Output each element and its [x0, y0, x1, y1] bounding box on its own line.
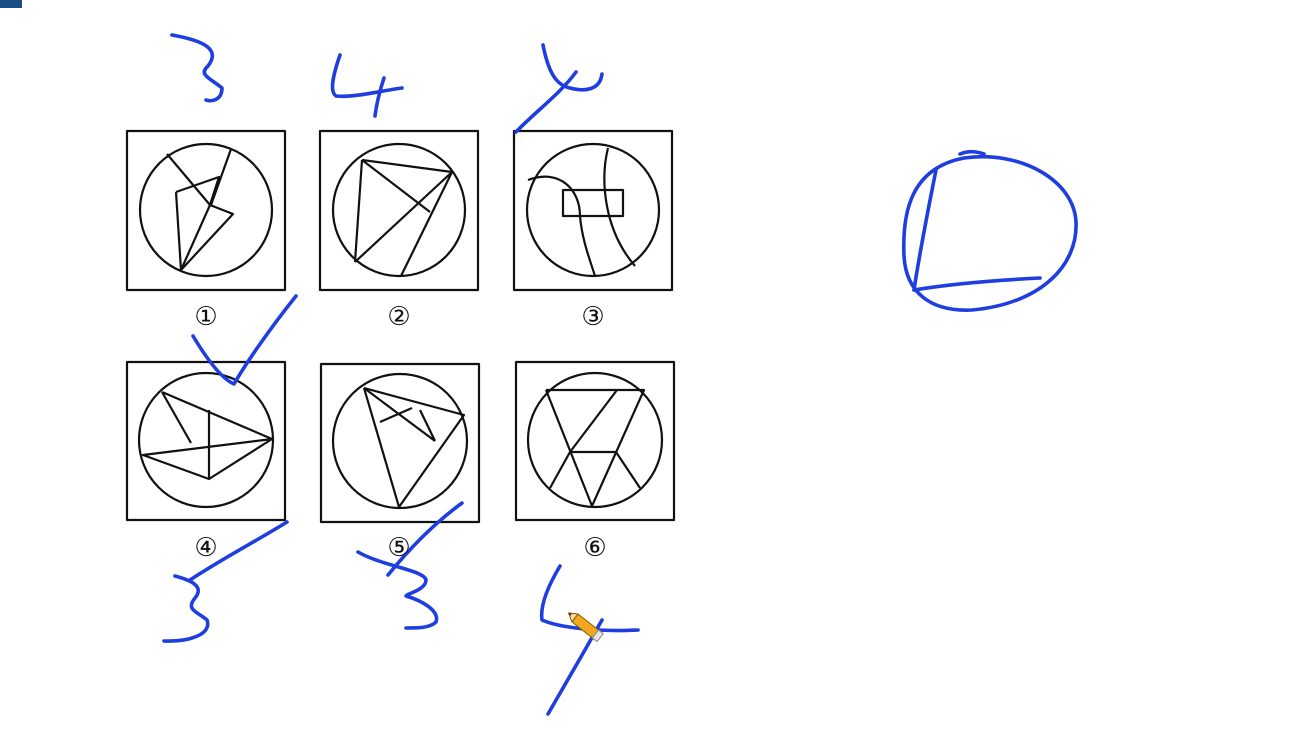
handwriting-layer — [162, 33, 1078, 716]
figure-3 — [512, 129, 674, 292]
annotation-4-bottom-a — [539, 564, 640, 633]
annotation-sketch-tick — [958, 149, 986, 156]
figure-label-1: ① — [194, 302, 218, 332]
annotation-sketch-circle — [901, 155, 1078, 312]
figure-6 — [514, 360, 676, 522]
corner-mark — [0, 0, 22, 8]
annotation-3-top — [170, 33, 224, 103]
figure-label-5: ⑤ — [387, 533, 411, 563]
annotation-4-top-b — [373, 76, 386, 118]
figure-1 — [125, 129, 287, 292]
annotation-3-bottom-a-slash — [188, 520, 289, 582]
annotation-3-bottom-a — [162, 574, 210, 643]
figure-label-2: ② — [387, 302, 411, 332]
annotation-4-top-a — [330, 53, 404, 99]
figure-4 — [125, 360, 287, 522]
annotation-check — [191, 294, 298, 386]
annotation-sketch-chord-b — [912, 276, 1042, 292]
annotation-4-top-c — [541, 43, 604, 92]
annotation-3-bottom-b — [356, 550, 439, 630]
annotation-4-top-d — [514, 70, 578, 134]
annotation-sketch-chord-a — [912, 168, 938, 292]
figure-label-4: ④ — [194, 533, 218, 563]
figure-5 — [319, 362, 481, 524]
pencil-icon — [567, 612, 604, 643]
figure-label-6: ⑥ — [583, 533, 607, 563]
figure-2 — [318, 129, 480, 292]
annotation-3-bottom-b-slash — [386, 501, 464, 577]
figure-label-3: ③ — [581, 302, 605, 332]
